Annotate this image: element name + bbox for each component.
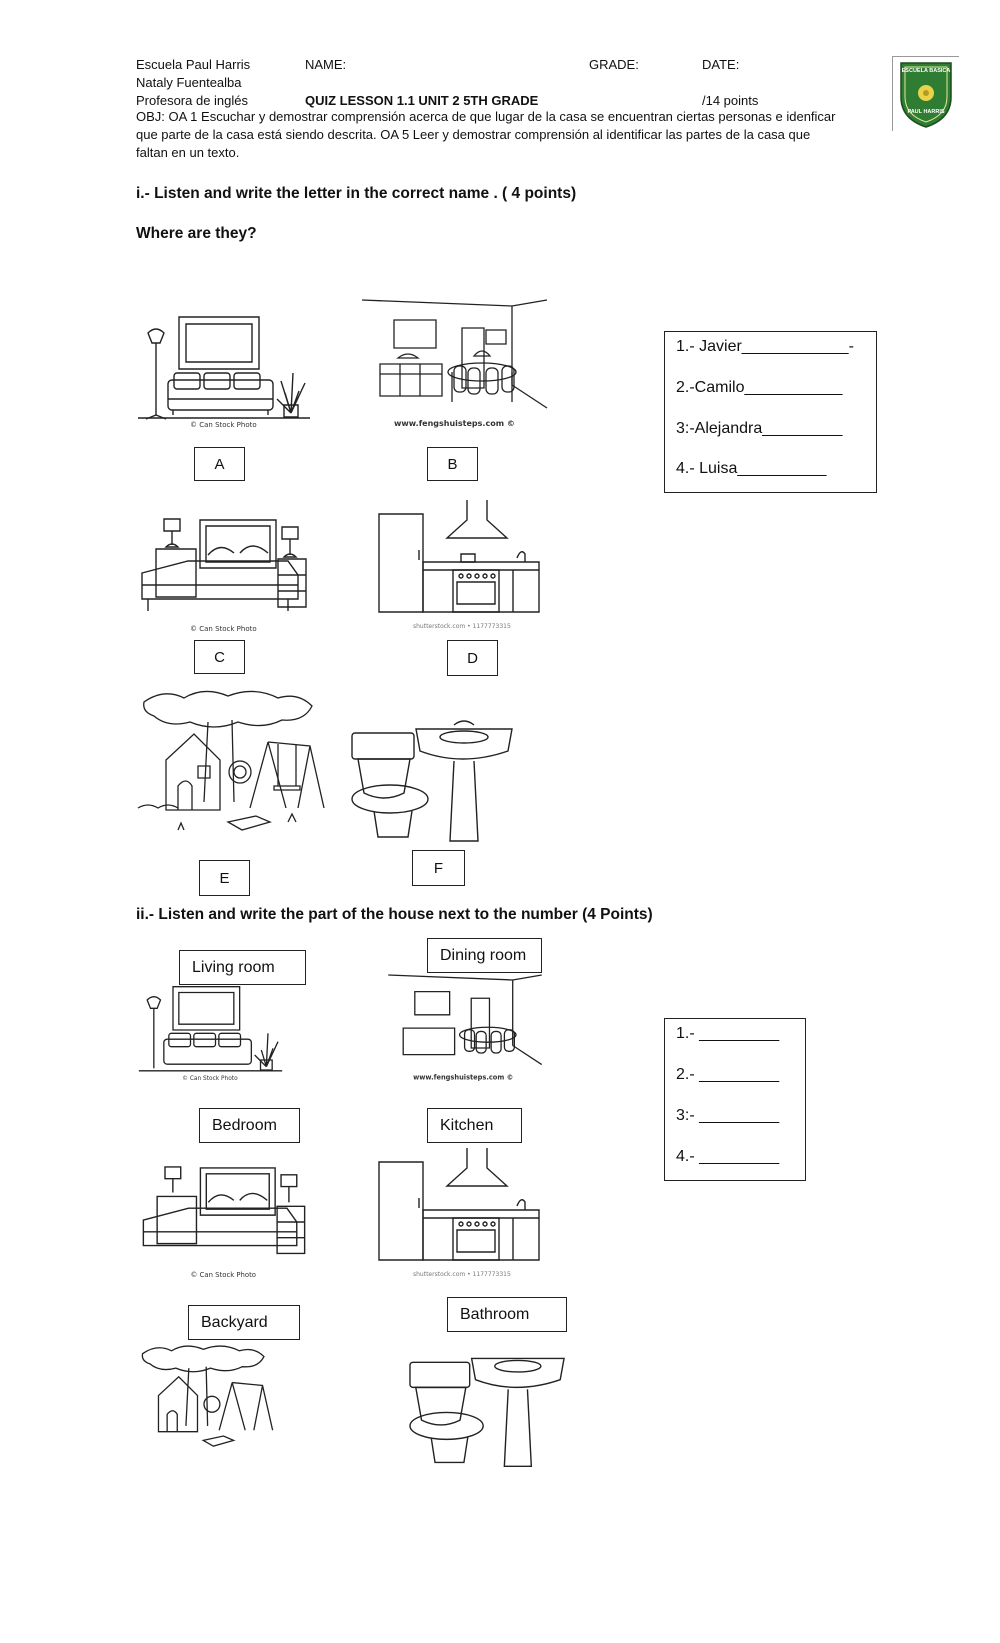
label-bedroom: Bedroom <box>199 1108 300 1143</box>
points-total: /14 points <box>702 93 759 108</box>
logo-bottom-text: PAUL HARRIS <box>907 109 945 115</box>
bedroom-image: © Can Stock Photo <box>138 515 310 633</box>
school-name: Escuela Paul Harris <box>136 57 251 72</box>
living-caption-2: © Can Stock Photo <box>182 1075 238 1082</box>
name-label: NAME: <box>305 57 347 72</box>
living-caption: © Can Stock Photo <box>190 421 257 429</box>
backyard-image-2 <box>138 1345 283 1457</box>
dining-room-image-2: www.fengshuisteps.com © <box>385 975 545 1082</box>
answer-4[interactable]: 4.- _________ <box>676 1148 780 1165</box>
answer-javier[interactable]: 1.- Javier____________- <box>676 338 854 355</box>
date-label: DATE: <box>702 57 740 72</box>
answer-3[interactable]: 3:- _________ <box>676 1107 780 1124</box>
teacher-name: Nataly Fuentealba <box>136 75 242 90</box>
bedroom-image-2: © Can Stock Photo <box>138 1163 310 1279</box>
living-room-image: © Can Stock Photo <box>138 315 310 429</box>
bathroom-image-2 <box>405 1345 570 1475</box>
answer-2[interactable]: 2.- _________ <box>676 1066 780 1083</box>
letter-box-e: E <box>199 860 250 896</box>
section-2-title: ii.- Listen and write the part of the ho… <box>136 906 653 923</box>
school-logo: ESCUELA BASICA PAUL HARRIS <box>892 56 959 131</box>
teacher-role: Profesora de inglés <box>136 93 249 108</box>
label-bathroom: Bathroom <box>447 1297 567 1332</box>
section-2-answer-box <box>664 1018 806 1181</box>
answer-camilo[interactable]: 2.-Camilo___________ <box>676 379 843 396</box>
kitchen-image: shutterstock.com • 1177773315 <box>377 500 542 630</box>
living-room-image-2: © Can Stock Photo <box>138 985 283 1082</box>
bedroom-caption: © Can Stock Photo <box>190 625 257 633</box>
grade-label: GRADE: <box>589 57 639 72</box>
letter-box-c: C <box>194 640 245 674</box>
dining-caption-2: www.fengshuisteps.com © <box>413 1074 513 1082</box>
label-dining-room: Dining room <box>427 938 542 973</box>
kitchen-caption: shutterstock.com • 1177773315 <box>413 623 511 630</box>
bedroom-caption-2: © Can Stock Photo <box>191 1271 256 1279</box>
answer-1[interactable]: 1.- _________ <box>676 1025 780 1042</box>
section-1-answer-box <box>664 331 877 493</box>
label-kitchen: Kitchen <box>427 1108 522 1143</box>
answer-alejandra[interactable]: 3:-Alejandra_________ <box>676 420 843 437</box>
logo-top-text: ESCUELA BASICA <box>901 68 951 74</box>
letter-box-f: F <box>412 850 465 886</box>
kitchen-image-2: shutterstock.com • 1177773315 <box>377 1148 542 1278</box>
objective-text: OBJ: OA 1 Escuchar y demostrar comprensi… <box>136 109 836 160</box>
school-crest-icon <box>893 57 959 131</box>
quiz-title: QUIZ LESSON 1.1 UNIT 2 5TH GRADE <box>305 93 539 108</box>
kitchen-caption-2: shutterstock.com • 1177773315 <box>413 1271 511 1278</box>
section-1-title: i.- Listen and write the letter in the c… <box>136 185 577 202</box>
letter-box-a: A <box>194 447 245 481</box>
label-backyard: Backyard <box>188 1305 300 1340</box>
dining-room-image: www.fengshuisteps.com © <box>362 300 547 428</box>
dining-caption: www.fengshuisteps.com © <box>394 419 515 428</box>
letter-box-d: D <box>447 640 498 676</box>
backyard-image <box>138 690 338 845</box>
label-living-room: Living room <box>179 950 306 985</box>
answer-luisa[interactable]: 4.- Luisa__________ <box>676 460 827 477</box>
bathroom-image <box>350 715 515 850</box>
section-1-subtitle: Where are they? <box>136 225 257 242</box>
letter-box-b: B <box>427 447 478 481</box>
